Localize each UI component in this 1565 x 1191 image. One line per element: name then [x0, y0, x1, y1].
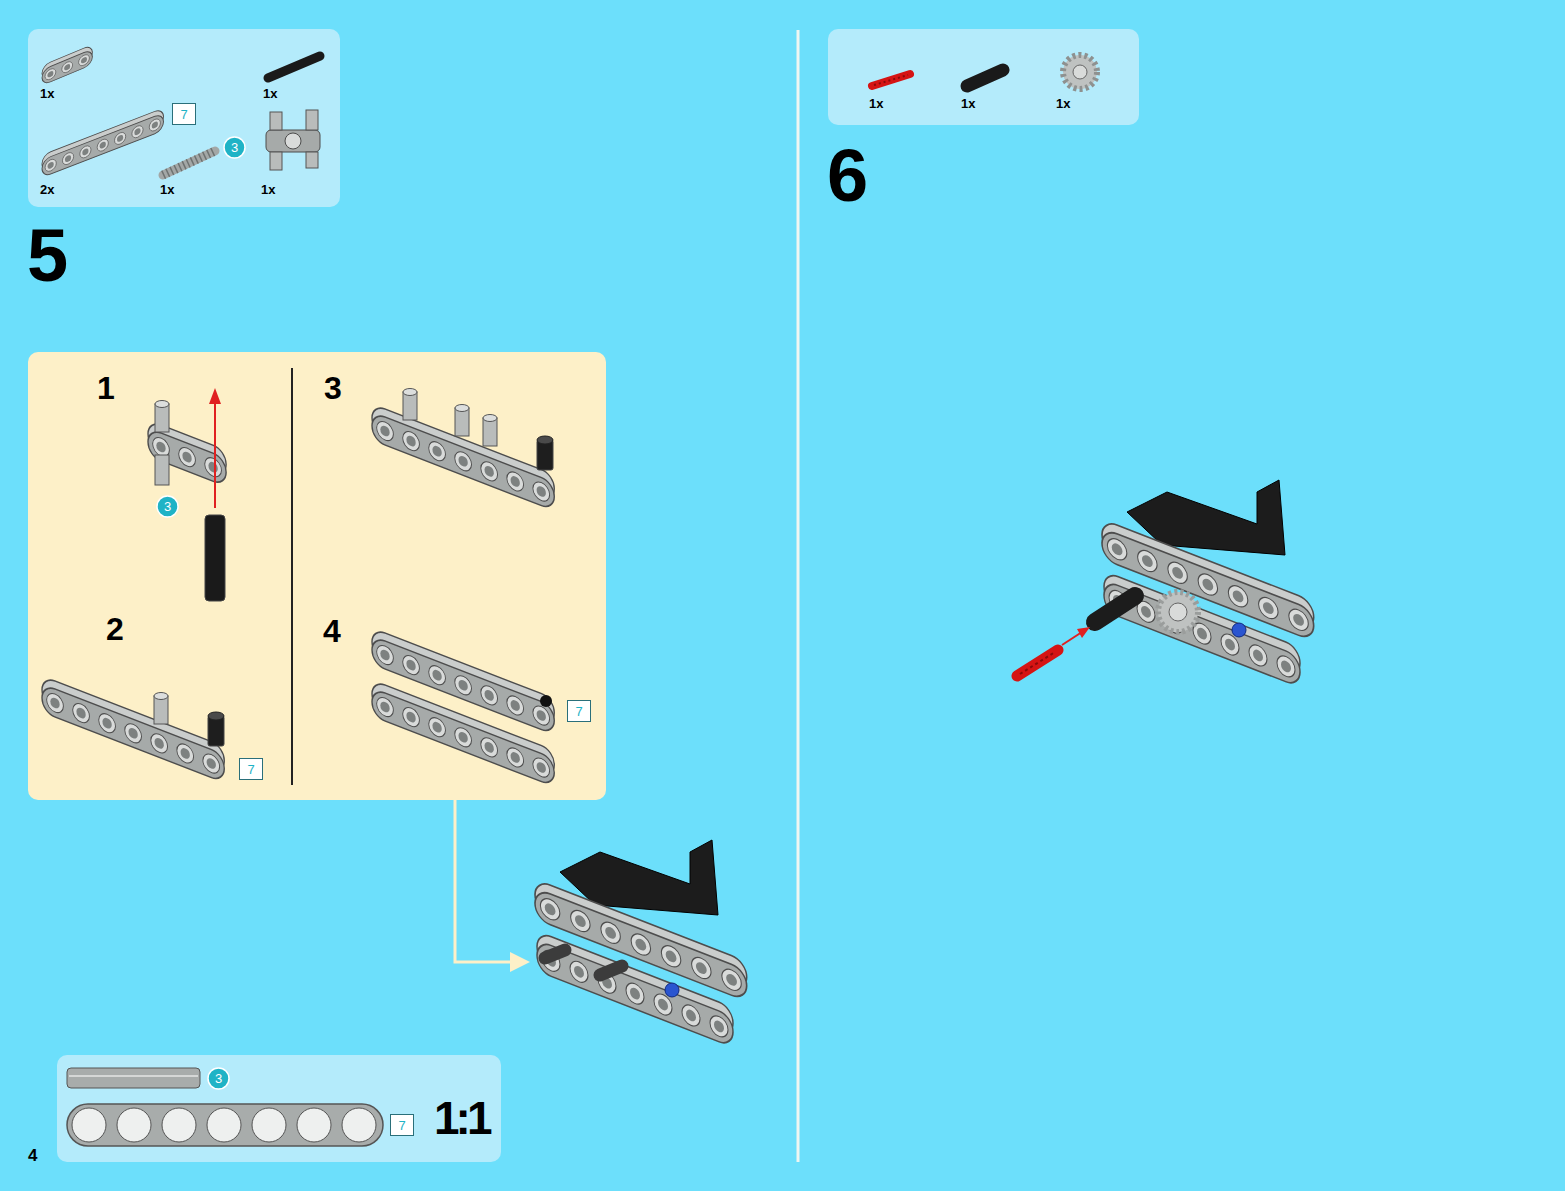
step-number: 6: [827, 139, 868, 213]
drawing-part: [209, 388, 221, 404]
drawing-part: [1158, 592, 1198, 632]
callout-length-box: 7: [239, 758, 263, 780]
drawing-part: [372, 680, 554, 787]
drawing-part: [1095, 596, 1135, 622]
step-number: 5: [27, 219, 68, 293]
drawing-part: [67, 1068, 200, 1088]
drawing-part: [42, 108, 164, 177]
drawing-part: [483, 415, 497, 447]
drawing-part: [535, 840, 747, 1047]
drawing-part: [285, 133, 301, 149]
scale-panel: 1:1 3 7: [57, 1055, 501, 1162]
drawing-part: [252, 1108, 286, 1142]
callout-length-box: 7: [390, 1114, 414, 1136]
drawing-part: [1020, 652, 1055, 674]
drawing-part: [270, 112, 282, 130]
callout-number: 7: [180, 108, 187, 121]
drawing-part: [545, 950, 565, 958]
callout-number: 7: [398, 1119, 405, 1132]
drawing-part: [155, 455, 169, 485]
drawing-part: [297, 1108, 331, 1142]
drawing-part: [455, 405, 469, 437]
drawing-part: [1169, 603, 1187, 621]
callout-circle: [224, 137, 245, 158]
drawing-part: [163, 151, 215, 175]
callout-number: 7: [247, 763, 254, 776]
scale-ratio: 1:1: [434, 1095, 488, 1141]
substep-panel: 1 2 3 4 3 7 7: [28, 352, 606, 800]
substep-number: 4: [323, 615, 341, 647]
page-number: 4: [28, 1147, 37, 1164]
drawing-part: [540, 695, 552, 707]
drawing-part: [874, 75, 908, 85]
drawing-part: [1073, 65, 1087, 79]
substep-number: 3: [324, 372, 342, 404]
drawing-part: [155, 401, 169, 433]
drawing-part: [1077, 627, 1090, 638]
part-quantity: 1x: [961, 97, 975, 110]
drawing-part: [291, 368, 293, 785]
part-quantity: 1x: [160, 183, 174, 196]
callout-number: 3: [164, 500, 171, 513]
drawing-part: [967, 70, 1003, 86]
drawing-part: [42, 45, 92, 86]
parts-list-panel: 1x 1x 1x: [828, 29, 1139, 125]
callout-number: 7: [575, 705, 582, 718]
part-quantity: 1x: [263, 87, 277, 100]
drawing-part: [306, 110, 318, 130]
part-quantity: 1x: [40, 87, 54, 100]
drawing-part: [797, 30, 800, 1162]
drawing-part: [205, 515, 225, 601]
drawing-part: [403, 389, 417, 421]
drawing-part: [162, 1108, 196, 1142]
drawing-part: [372, 404, 554, 511]
drawing-part: [214, 402, 216, 508]
callout-length-circle: 3: [223, 136, 246, 159]
drawing-part: [208, 712, 224, 746]
callout-length-circle: 3: [207, 1067, 230, 1090]
part-quantity: 1x: [1056, 97, 1070, 110]
drawing-part: [266, 130, 320, 152]
drawing-part: [1063, 55, 1097, 89]
part-quantity: 2x: [40, 183, 54, 196]
drawing-part: [270, 152, 282, 170]
callout-number: 3: [231, 141, 238, 154]
drawing-part: [306, 152, 318, 168]
drawing-part: [69, 1075, 198, 1077]
drawing-part: [510, 952, 530, 972]
drawing-part: [1062, 632, 1082, 645]
parts-list-panel: 1x 1x 2x 1x 1x 7 3: [28, 29, 340, 207]
drawing-part: [1102, 480, 1314, 687]
drawing-part: [42, 676, 224, 783]
drawing-part: [117, 1108, 151, 1142]
drawing-part: [342, 1108, 376, 1142]
drawing-part: [154, 693, 168, 725]
part-quantity: 1x: [869, 97, 883, 110]
callout-length-circle: 3: [156, 495, 179, 518]
drawing-part: [163, 151, 215, 175]
part-quantity: 1x: [261, 183, 275, 196]
callout-circle: [208, 1068, 229, 1089]
drawing-part: [455, 800, 512, 962]
substep-number: 1: [97, 372, 115, 404]
callout-length-box: 7: [172, 103, 196, 125]
drawing-part: [207, 1108, 241, 1142]
drawing-part: [268, 56, 320, 78]
drawing-part: [872, 74, 910, 86]
drawing-part: [148, 420, 226, 486]
drawing-part: [1017, 650, 1058, 676]
drawing-part: [600, 966, 622, 975]
callout-number: 3: [215, 1072, 222, 1085]
drawing-part: [372, 628, 554, 735]
drawing-part: [67, 1104, 383, 1146]
callout-circle: [157, 496, 178, 517]
substep-number: 2: [106, 613, 124, 645]
callout-length-box: 7: [567, 700, 591, 722]
drawing-part: [72, 1108, 106, 1142]
drawing-part: [537, 436, 553, 470]
